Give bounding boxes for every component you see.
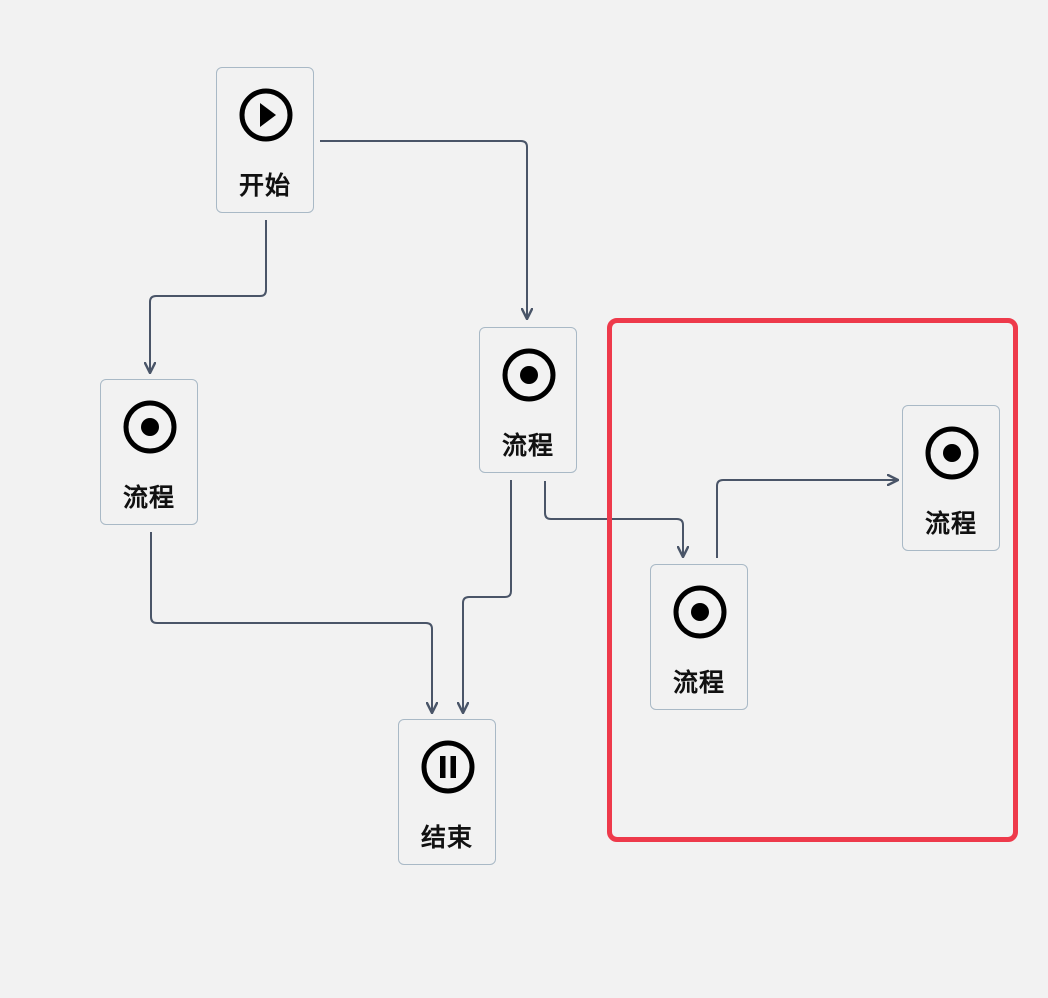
node-label: 流程 (672, 668, 725, 697)
edge-start-to-process-left (150, 220, 267, 372)
node-start[interactable]: 开始 (216, 67, 314, 213)
node-label: 流程 (501, 431, 554, 460)
edge-process-middle-to-group-lower (544, 481, 683, 556)
edge-group-lower-to-group-upper (716, 480, 897, 558)
node-end[interactable]: 结束 (398, 719, 496, 865)
radio-dot-icon (122, 399, 178, 455)
node-label: 开始 (238, 171, 291, 200)
radio-dot-icon (924, 425, 980, 481)
node-label: 流程 (924, 509, 977, 538)
edge-process-left-to-end (150, 532, 432, 712)
node-process-group-lower[interactable]: 流程 (650, 564, 748, 710)
node-label: 结束 (420, 823, 473, 852)
highlight-selection-box[interactable] (607, 318, 1018, 842)
node-process-left[interactable]: 流程 (100, 379, 198, 525)
radio-dot-icon (672, 584, 728, 640)
pause-circle-icon (420, 739, 476, 795)
node-label: 流程 (122, 483, 175, 512)
play-circle-icon (238, 87, 294, 143)
edge-process-middle-to-end (463, 480, 512, 712)
node-process-group-upper[interactable]: 流程 (902, 405, 1000, 551)
radio-dot-icon (501, 347, 557, 403)
edge-start-to-process-middle (320, 140, 527, 318)
node-process-middle[interactable]: 流程 (479, 327, 577, 473)
